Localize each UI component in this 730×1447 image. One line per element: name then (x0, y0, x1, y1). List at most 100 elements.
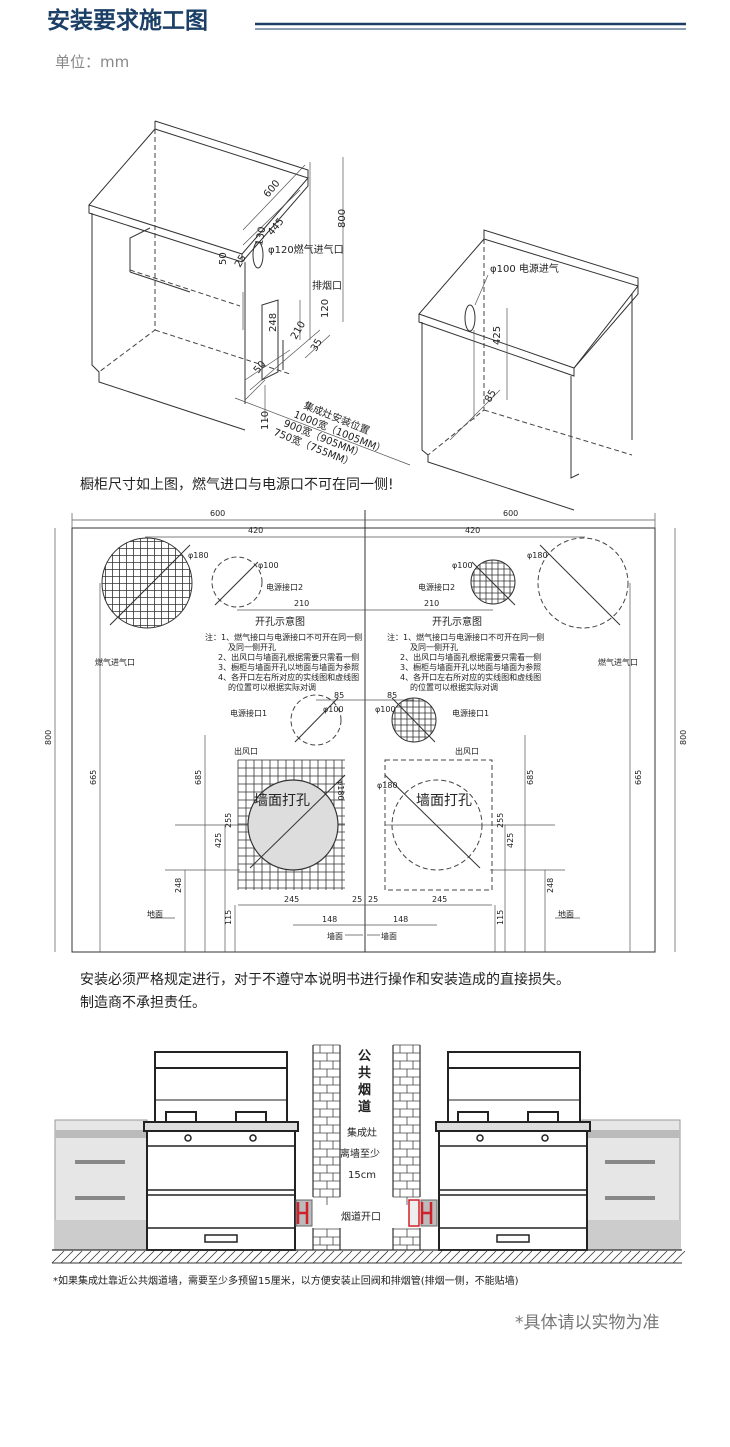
drawing-line (222, 1250, 236, 1264)
mid-h115-text: 115 (224, 910, 233, 925)
mid-h115-text: 115 (496, 910, 505, 925)
mid-gas-text: 燃气进气口 (598, 657, 638, 667)
mid-power1-text: 电源接口1 (452, 708, 489, 718)
left-stove (143, 1051, 299, 1251)
mid-w420-text: 420 (248, 526, 263, 535)
drawing-line (465, 1250, 479, 1264)
top-d248-text: 248 (268, 313, 279, 332)
mid-h248-text: 248 (174, 878, 183, 893)
mid-phi100-text: φ100 (375, 705, 396, 714)
drawing-line (159, 1250, 173, 1264)
mid-notes-2-text: 2、出风口与墙面孔根据需要只需看一侧 (218, 652, 359, 662)
mid-phi180-text: φ180 (527, 551, 548, 560)
drawing-line (519, 1250, 533, 1264)
notes-left: 注：1、燃气接口与电源接口不可开在同一侧 及同一侧开孔 2、出风口与墙面孔根据需… (205, 632, 362, 692)
mid-h255-text: 255 (224, 813, 233, 828)
drawing-line (51, 1250, 65, 1264)
mid-notes-3-text: 3、橱柜与墙面开孔以地面与墙面为参照 (400, 662, 541, 672)
top-d600-text: 600 (262, 178, 283, 200)
flue-opening-label: 烟道开口 (341, 1210, 381, 1223)
drawing-line (438, 1250, 452, 1264)
drawing-line (303, 1250, 317, 1264)
mid-notes-5-text: 的位置可以根据实际对调 (228, 682, 316, 692)
drawing-line (528, 1250, 542, 1264)
drawing-line (330, 1250, 344, 1264)
mid-d85-text: 85 (334, 691, 344, 700)
check-valve-right (408, 1199, 438, 1227)
mid-h800-text: 800 (679, 730, 688, 745)
mid-w600-text: 600 (210, 509, 225, 518)
check-valve-left (295, 1199, 313, 1227)
drawing-line (627, 1250, 641, 1264)
top-d210-text: 210 (289, 319, 308, 341)
top-d50a-text: 50 (218, 252, 229, 265)
power-inlet-label: φ100 电源进气 (490, 262, 559, 275)
drawing-line (294, 1250, 308, 1264)
drawing-line (510, 1250, 524, 1264)
drawing-line (429, 1250, 443, 1264)
scene-flue_chars-1-text: 共 (358, 1065, 371, 1081)
mid-phi100-text: φ100 (452, 561, 473, 570)
drawing-line (321, 1250, 335, 1264)
disclaimer: *具体请以实物为准 (515, 1313, 660, 1333)
mid-w210-text: 210 (424, 599, 439, 608)
drawing-line (276, 1250, 290, 1264)
drawing-line (492, 1250, 506, 1264)
mid-phi180-text: φ180 (377, 781, 398, 790)
drawing-line (474, 1250, 488, 1264)
drawing-line (555, 1250, 569, 1264)
mid-wall-text: 墙面 (381, 931, 397, 941)
drawing-line (357, 1250, 371, 1264)
mid-wall-text: 墙面 (327, 931, 343, 941)
top-d130-text: 130 (254, 226, 268, 247)
drawing-line (60, 1250, 74, 1264)
mid-h685-text: 685 (194, 770, 203, 785)
drawing-line (654, 1250, 668, 1264)
left-cabinet-iso (88, 120, 411, 466)
drawing-line (501, 1250, 515, 1264)
drawing-line (600, 1250, 614, 1264)
right-cabinet-iso: φ100 电源进气 425 85 (418, 229, 639, 511)
mid-h665-text: 665 (89, 770, 98, 785)
mid-w25-text: 25 (352, 895, 362, 904)
mid-wall_hole-text: 墙面打孔 (416, 792, 472, 809)
drawing-line (177, 1250, 191, 1264)
drawing-line (420, 1250, 434, 1264)
mid-w148-text: 148 (322, 915, 337, 924)
mid-w25-text: 25 (368, 895, 378, 904)
mid-phi100-text: φ100 (323, 705, 344, 714)
left-cabinet-dimensions: 600 445 130 50 25 φ120燃气进气口 800 排烟口 120 … (218, 178, 388, 469)
exhaust-label: 排烟口 (312, 279, 342, 292)
drawing-line (105, 1250, 119, 1264)
scene-distance-1-text: 离墙至少 (340, 1147, 380, 1160)
mid-outlet-text: 出风口 (234, 746, 258, 756)
top-d25-text: 25 (233, 253, 249, 270)
mid-power1-text: 电源接口1 (230, 708, 267, 718)
mid-d85-text: 85 (387, 691, 397, 700)
drawing-line (96, 1250, 110, 1264)
mid-h665-text: 665 (634, 770, 643, 785)
mid-phi180-text: φ180 (336, 780, 345, 801)
hole-drawing: 600 600 420 420 210 210 800 665 685 425 … (44, 509, 688, 953)
gas-inlet-label: φ120燃气进气口 (268, 243, 344, 256)
mid-hole_title-text: 开孔示意图 (432, 615, 482, 628)
mid-notes-2-text: 2、出风口与墙面孔根据需要只需看一侧 (400, 652, 541, 662)
drawing-line (663, 1250, 677, 1264)
warning-line-1: 安装必须严格规定进行，对于不遵守本说明书进行操作和安装造成的直接损失。 (80, 971, 570, 988)
drawing-line (195, 1250, 209, 1264)
drawing-line (123, 1250, 137, 1264)
mid-h255-text: 255 (496, 813, 505, 828)
mid-h425-text: 425 (506, 833, 515, 848)
mid-notes-4-text: 4、各开口左右所对应的实线图和虚线图 (400, 672, 541, 682)
scene-flue_chars-2-text: 烟 (358, 1083, 371, 1098)
mid-notes-4-text: 4、各开口左右所对应的实线图和虚线图 (218, 672, 359, 682)
drawing-line (258, 1250, 272, 1264)
drawing-line (249, 1250, 263, 1264)
drawing-line (645, 1250, 659, 1264)
drawing-line (591, 1250, 605, 1264)
power-hole-1 (392, 698, 436, 742)
title-rule (255, 22, 686, 30)
drawing-line (456, 1250, 470, 1264)
drawing-line (384, 1250, 398, 1264)
